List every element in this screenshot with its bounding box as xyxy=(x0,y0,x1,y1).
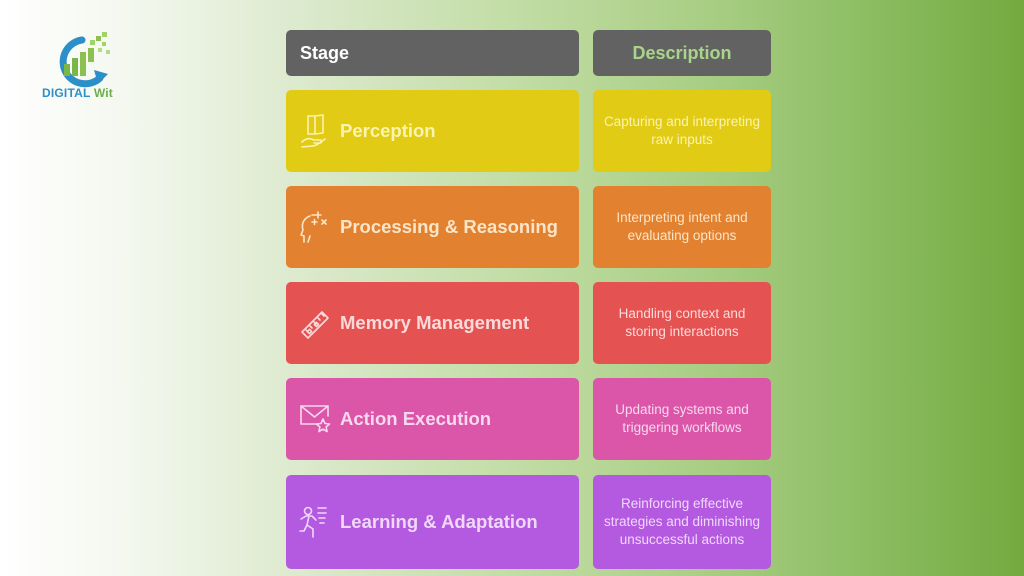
description-learning-adaptation: Reinforcing effective strategies and dim… xyxy=(593,475,771,569)
description-action-execution: Updating systems and triggering workflow… xyxy=(593,378,771,460)
stage-action-execution: Action Execution xyxy=(286,378,579,460)
mail-star-icon xyxy=(300,405,331,433)
memory-stick-icon xyxy=(301,311,329,339)
header-stage: Stage xyxy=(286,30,579,76)
runner-list-icon xyxy=(299,506,327,538)
hand-book-icon xyxy=(301,114,326,148)
description-memory-management: Handling context and storing interaction… xyxy=(593,282,771,364)
logo-text: DIGITAL Wit xyxy=(42,86,113,100)
stage-perception: Perception xyxy=(286,90,579,172)
description-perception: Capturing and interpreting raw inputs xyxy=(593,90,771,172)
head-thinking-icon xyxy=(300,211,327,243)
stage-memory-management: Memory Management xyxy=(286,282,579,364)
stage-label: Perception xyxy=(340,120,436,141)
stage-label: Action Execution xyxy=(340,408,492,429)
description-processing-reasoning: Interpreting intent and evaluating optio… xyxy=(593,186,771,268)
stage-learning-adaptation: Learning & Adaptation xyxy=(286,475,579,569)
digital-wit-logo-icon xyxy=(59,32,110,88)
stage-label: Memory Management xyxy=(340,312,530,333)
stage-label: Processing & Reasoning xyxy=(340,216,558,237)
stage-label: Learning & Adaptation xyxy=(340,511,538,532)
header-description: Description xyxy=(593,30,771,76)
stage-processing-reasoning: Processing & Reasoning xyxy=(286,186,579,268)
